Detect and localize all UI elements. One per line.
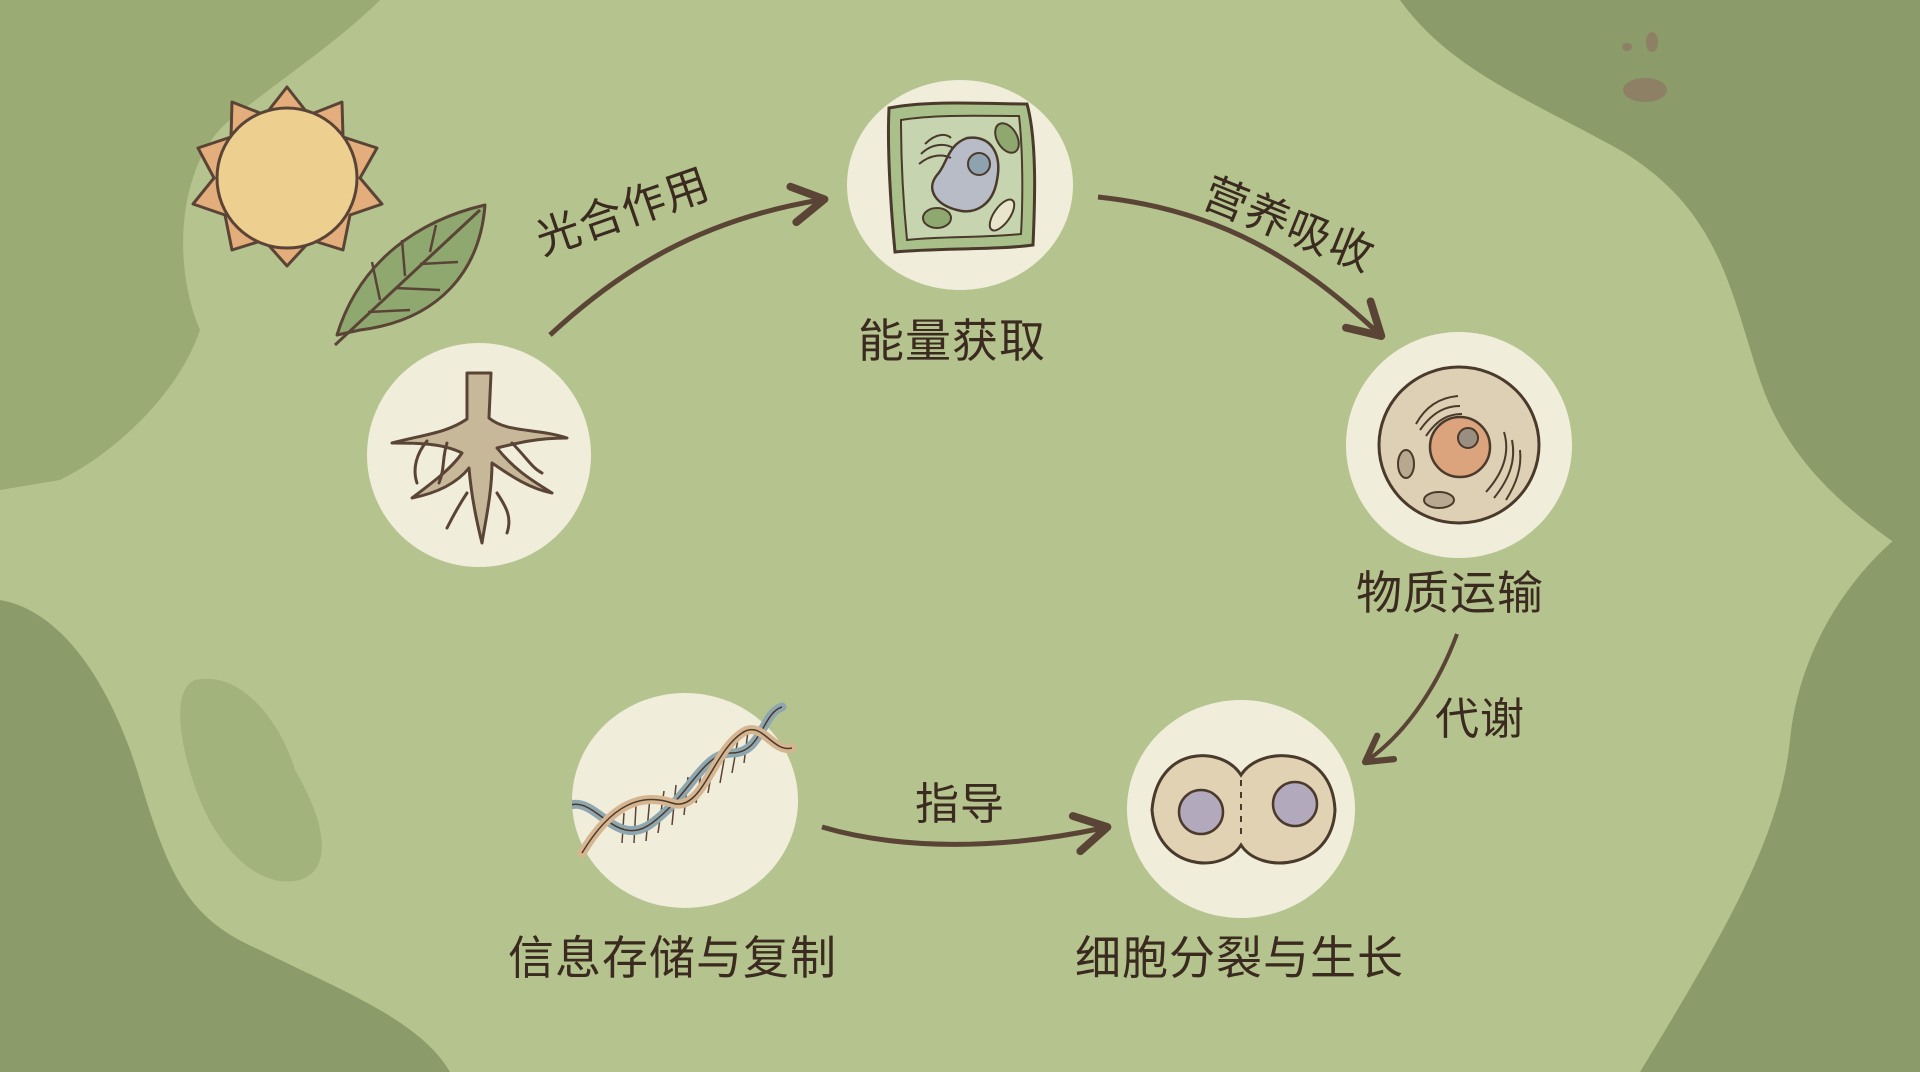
edge-label-metabolism: 代谢 [1435, 694, 1525, 745]
animal-cell-icon [1377, 365, 1541, 525]
leaf-icon [333, 203, 487, 347]
bg-blob-right [1640, 520, 1920, 1072]
arrow-dna-to-division [821, 812, 1112, 856]
node-division [1127, 700, 1355, 918]
node-transport [1346, 332, 1572, 558]
node-label-division: 细胞分裂与生长 [1075, 931, 1404, 985]
node-label-dna: 信息存储与复制 [508, 931, 837, 985]
arrow-transport-to-division [1361, 633, 1459, 766]
node-roots [367, 343, 591, 567]
bg-blob-top-left [0, 0, 380, 490]
plant-roots-icon [390, 371, 569, 545]
dividing-cell-icon [1150, 754, 1337, 865]
stain-mark [1622, 32, 1667, 102]
node-energy [847, 80, 1073, 290]
arrow-roots-to-energy [548, 182, 829, 337]
sun-icon [191, 85, 384, 268]
plant-cell-icon [886, 101, 1037, 254]
node-label-transport: 物质运输 [1356, 566, 1544, 620]
arrow-energy-to-transport [1097, 194, 1386, 341]
dna-helix-icon [555, 702, 797, 858]
node-label-energy: 能量获取 [858, 314, 1046, 368]
node-dna [555, 693, 798, 908]
bg-blob-top-right [1400, 0, 1920, 560]
bg-blob-bottom-left [0, 600, 450, 1072]
edge-label-guidance: 指导 [915, 779, 1005, 830]
bg-blob-oval [180, 678, 322, 882]
